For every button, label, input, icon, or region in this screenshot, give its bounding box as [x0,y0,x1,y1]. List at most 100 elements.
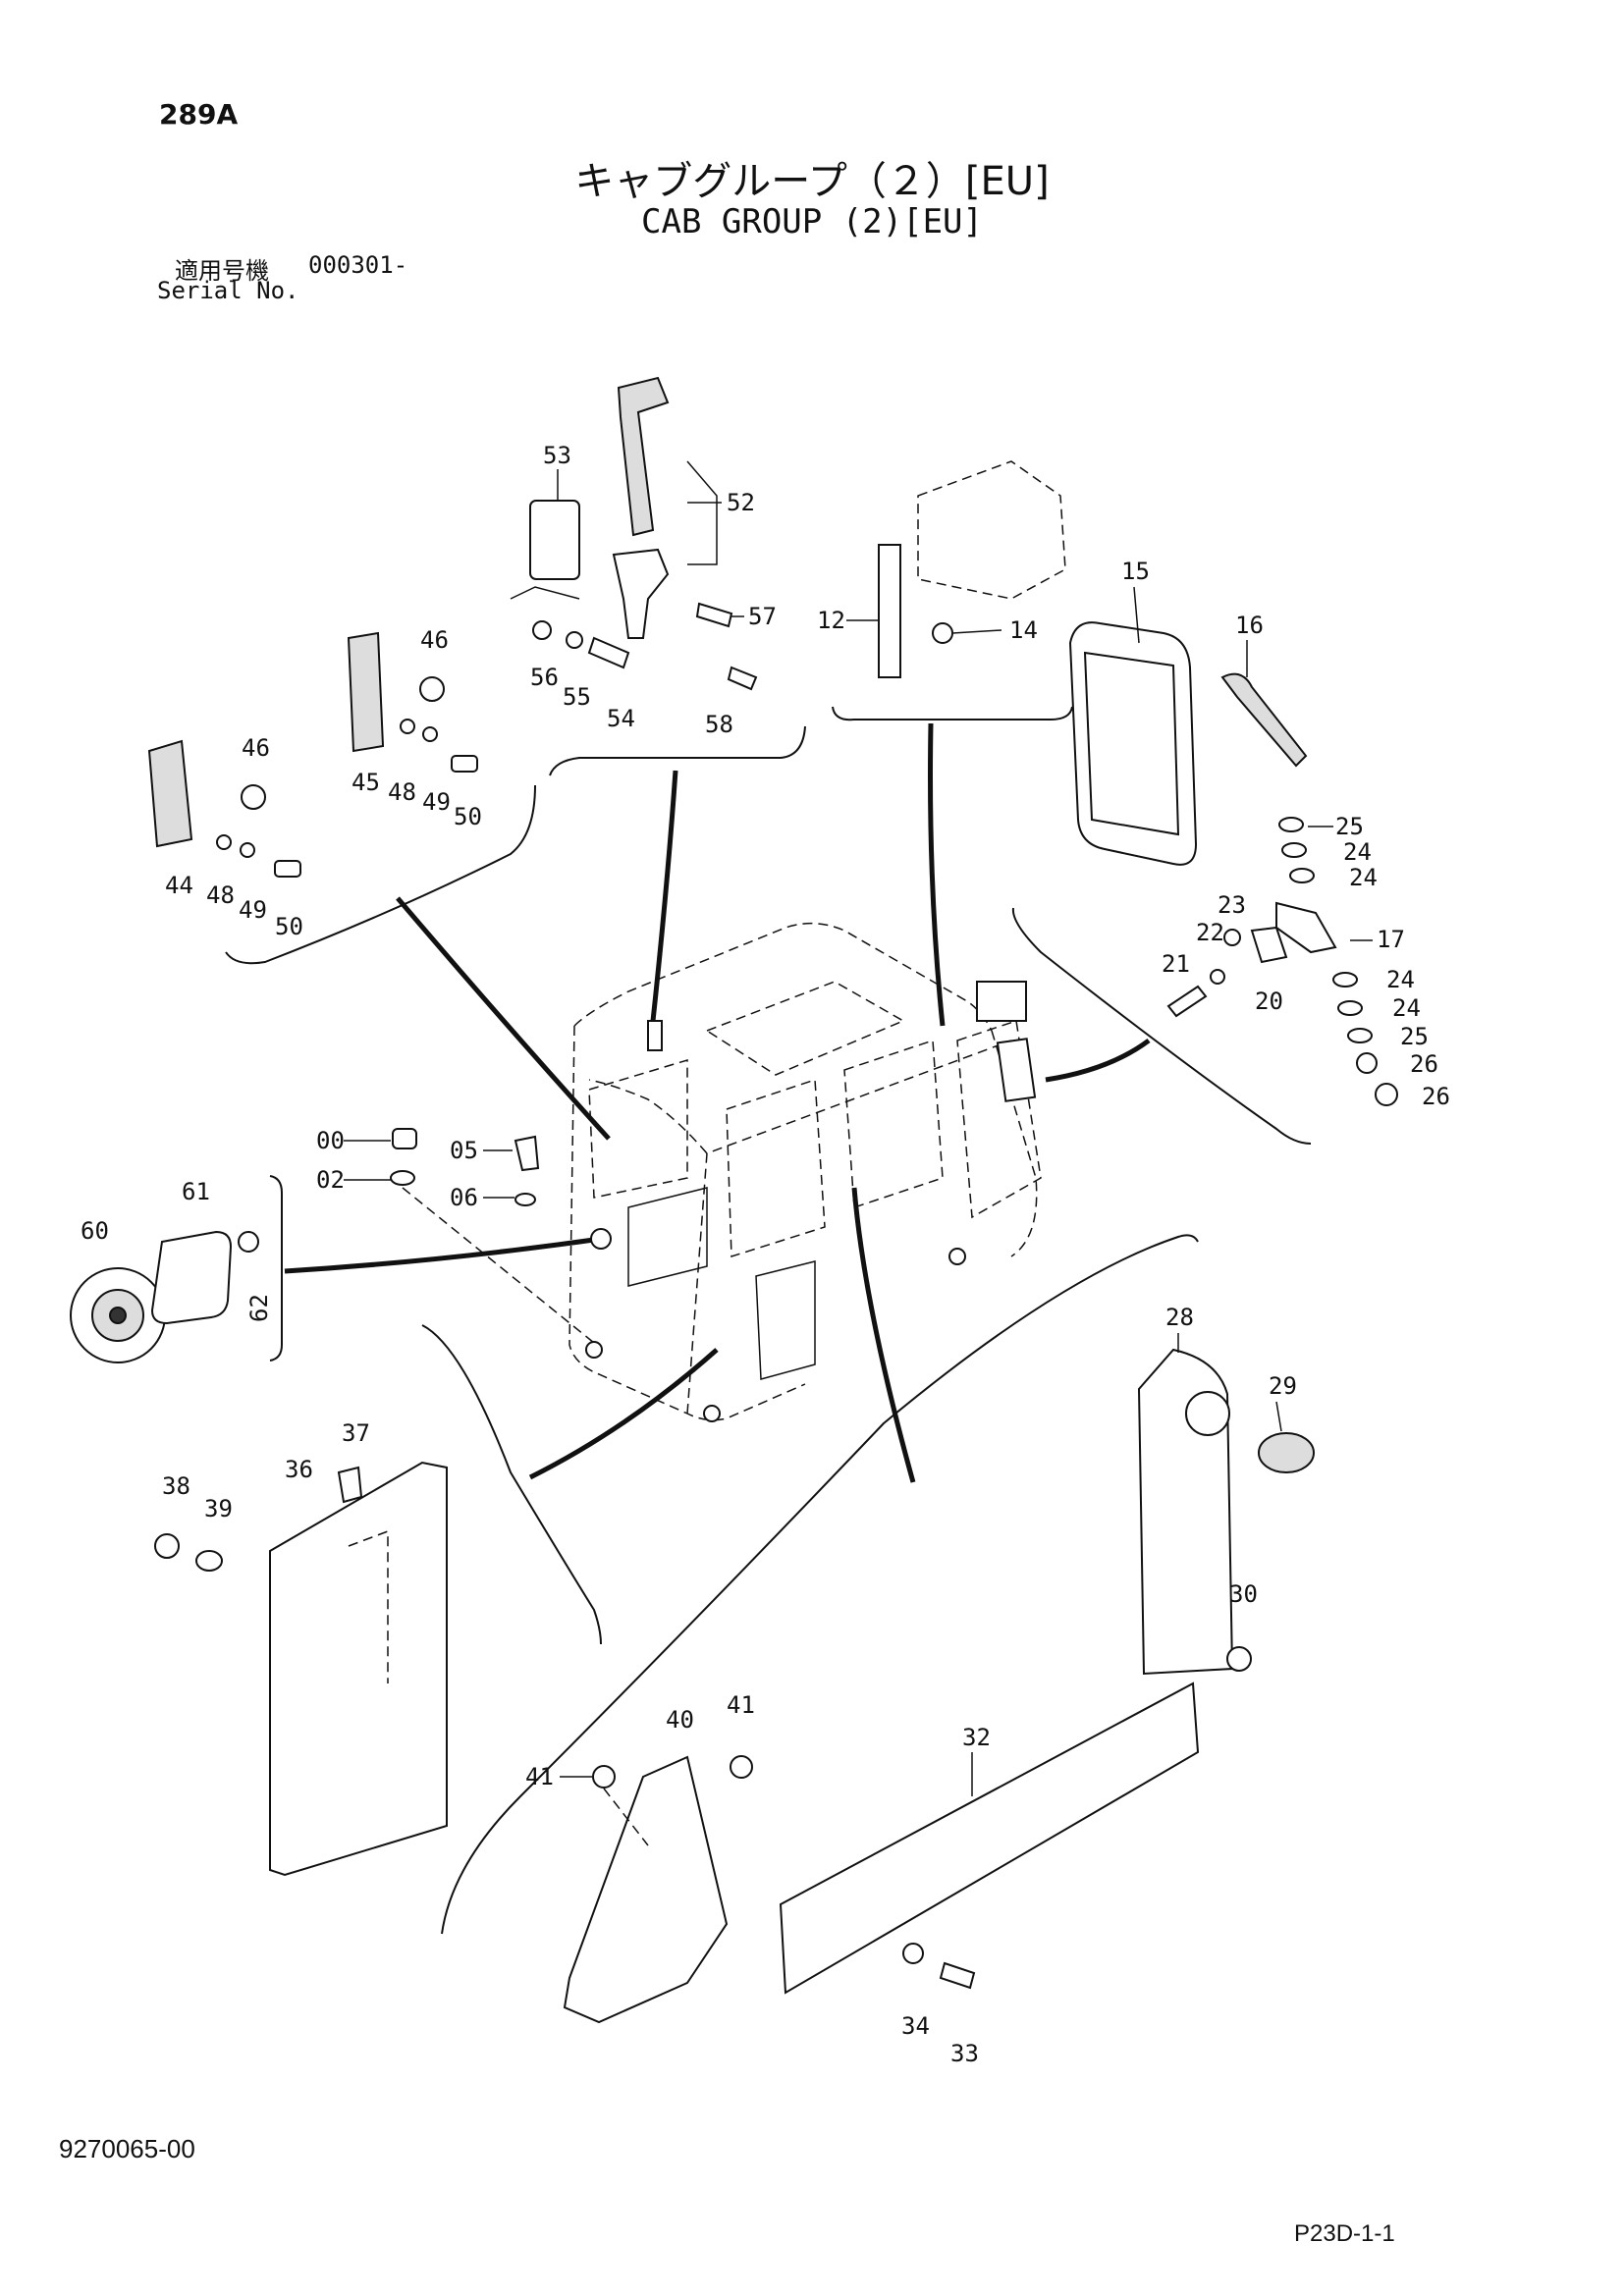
washer-06 [514,1193,536,1206]
knob-46b [241,784,266,810]
bolt-62 [238,1231,259,1253]
callout-46a: 46 [420,626,449,654]
callout-25b: 25 [1400,1023,1429,1050]
callout-26a: 26 [1410,1050,1438,1078]
washer-56 [532,620,552,640]
cab-horn-mount [590,1228,612,1250]
callout-52: 52 [727,489,755,516]
knob-46a [419,676,445,702]
callout-20: 20 [1255,988,1283,1015]
callout-41b: 41 [525,1763,554,1790]
callout-26b: 26 [1422,1083,1450,1110]
callout-16: 16 [1235,612,1264,639]
bracket-12 [878,544,901,678]
cover-assembly [878,460,1066,678]
horn-assembly [70,1128,540,1363]
bolt-05 [514,1135,540,1172]
latch-45 [347,631,385,753]
group-frames [225,706,1312,1935]
callout-39: 39 [204,1495,233,1522]
nut-00 [392,1128,417,1149]
cab-cover-mount [976,981,1027,1022]
callout-labels: 53 52 57 56 55 54 58 46 45 48 49 50 46 4… [81,442,1450,2067]
washer-22 [1210,969,1225,985]
cover-outline [917,460,1066,600]
bolt-37 [337,1466,363,1504]
cab-nut-mount [585,1341,603,1359]
right-panel-assembly [1137,1348,1315,1676]
callout-34: 34 [901,2012,930,2040]
callout-21: 21 [1162,950,1190,978]
callout-32: 32 [962,1724,991,1751]
washer-34 [902,1943,924,1964]
lower-plates-assembly [563,1682,1200,2024]
lever-assembly [510,376,758,691]
washer-55 [566,631,583,649]
bolt-14 [932,622,953,644]
callout-50a: 50 [454,803,482,830]
washer-23 [1223,929,1241,946]
leader-lines [284,722,1151,1483]
callout-28: 28 [1165,1304,1194,1331]
callout-62: 62 [245,1294,273,1322]
cab-handle-mount [647,1020,663,1051]
mirror-assembly [1068,621,1398,1106]
callout-30: 30 [1229,1580,1258,1608]
callout-48b: 48 [206,881,235,909]
washer-02 [390,1170,415,1186]
serial-label-japanese: 適用号機 [175,257,269,285]
document-number: 9270065-00 [59,2134,195,2163]
bolt-57 [695,602,733,628]
plate-32 [779,1682,1200,1995]
callout-37: 37 [342,1419,370,1447]
lever-handle [617,376,670,537]
latch-44 [147,739,193,848]
cover-40 [563,1755,729,2024]
frame-mirror-group [1011,907,1312,1145]
callout-05: 05 [450,1137,478,1164]
callout-00: 00 [316,1127,345,1154]
callout-23: 23 [1218,891,1246,919]
lock-assemblies [147,631,478,878]
frame-lock-group [225,784,536,965]
page-reference: P23D-1-1 [1294,2220,1395,2247]
frame-cover-group [832,706,1073,721]
plate-61 [150,1230,233,1325]
callout-15: 15 [1121,558,1150,585]
callout-36: 36 [285,1456,313,1483]
pin-58 [727,666,758,691]
title-english: CAB GROUP (2)[EU] [641,202,983,241]
bolt-33 [939,1961,976,1990]
callout-57: 57 [748,603,777,630]
bolt-41b [730,1755,753,1779]
callout-46b: 46 [242,734,270,762]
callout-60: 60 [81,1217,109,1245]
cab-body [568,922,1042,1422]
cab-panel-block [627,1187,708,1287]
title-japanese: キャブグループ（２）[EU] [574,159,1050,204]
callout-24a: 24 [1343,838,1372,866]
serial-number-value: 000301- [308,251,408,279]
washer-39 [195,1550,223,1572]
callout-61: 61 [182,1178,210,1205]
frame-horn-bracket [269,1175,283,1362]
callout-49b: 49 [239,896,267,924]
callout-40: 40 [666,1706,694,1734]
callout-41a: 41 [727,1691,755,1719]
frame-lower-group [441,1234,1199,1935]
callout-24c: 24 [1386,966,1415,993]
callout-55: 55 [563,683,591,711]
side-panel-assembly [154,1461,448,1877]
callout-25a: 25 [1335,813,1364,840]
callout-54: 54 [607,705,635,732]
cab-mirror-mount [996,1038,1037,1102]
callout-22: 22 [1196,919,1224,946]
clamp-17 [1275,901,1337,954]
callout-33: 33 [950,2040,979,2067]
callout-49a: 49 [422,788,451,816]
mirror-arm-16 [1220,672,1308,768]
callout-17: 17 [1377,926,1405,953]
callout-29: 29 [1269,1372,1297,1400]
callout-06: 06 [450,1184,478,1211]
